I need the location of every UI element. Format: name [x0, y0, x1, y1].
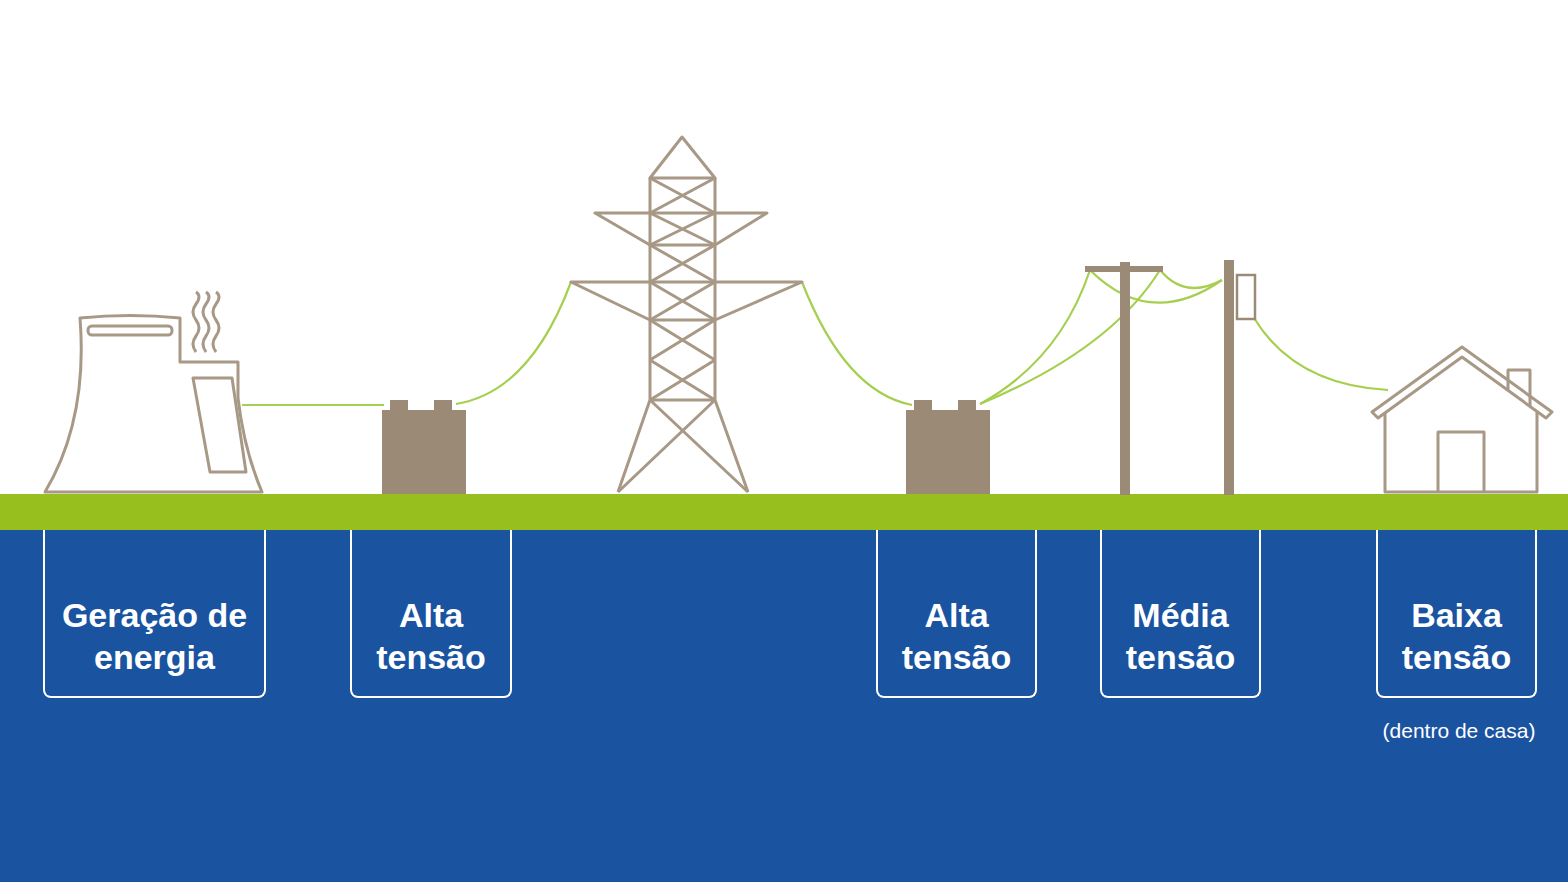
label-box: Média tensão — [1100, 530, 1261, 698]
note: (dentro de casa) — [1383, 718, 1536, 744]
stage-label: Alta tensão — [888, 594, 1025, 678]
stage-label: Baixa tensão — [1388, 594, 1525, 678]
sky — [0, 0, 1568, 496]
stage-label: Geração de energia — [55, 594, 254, 678]
wires — [242, 270, 1388, 405]
label-box: Baixa tensão — [1376, 530, 1537, 698]
label-box: Geração de energia — [43, 530, 266, 698]
green-band — [0, 494, 1568, 530]
blue-ground — [0, 530, 1568, 882]
transformer — [382, 400, 466, 494]
house — [1372, 347, 1552, 492]
label-box: Alta tensão — [350, 530, 512, 698]
pylon — [571, 137, 802, 492]
stage-label: Alta tensão — [362, 594, 500, 678]
transformer — [906, 400, 990, 494]
stage-label: Média tensão — [1112, 594, 1249, 678]
label-box: Alta tensão — [876, 530, 1037, 698]
power-plant — [45, 292, 262, 492]
utility-poles — [1085, 260, 1255, 495]
